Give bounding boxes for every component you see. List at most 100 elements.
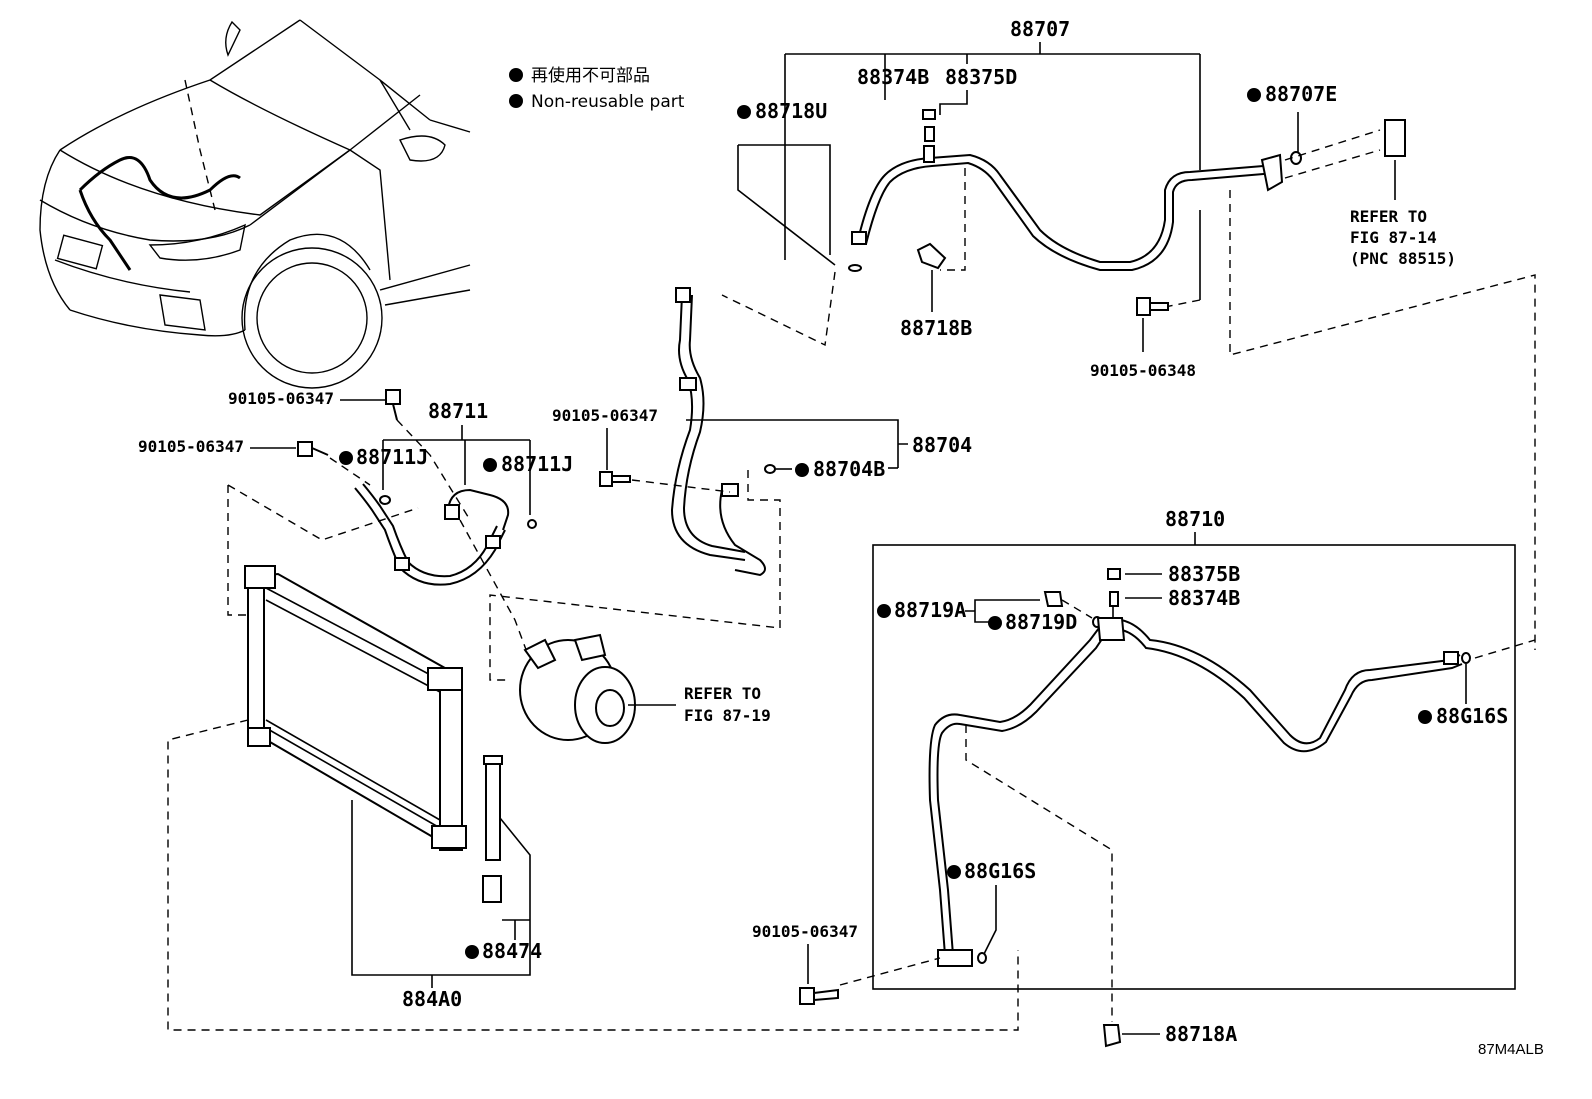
assembly-88707: 88707 88374B 88375D 88718U 88707E REFER … <box>737 17 1536 650</box>
clamp-88718B <box>916 242 947 270</box>
valve-core-88374B <box>1109 591 1119 607</box>
refer-text-1a: REFER TO <box>1350 207 1427 226</box>
legend-jp: 再使用不可部品 <box>531 65 650 86</box>
part-label-88704B: 88704B <box>813 457 885 481</box>
part-label-88G16S-b: 88G16S <box>964 859 1036 883</box>
non-reusable-dot-icon <box>947 865 961 879</box>
service-valve-block <box>1096 617 1126 641</box>
receiver-tube <box>485 759 501 861</box>
non-reusable-dot-icon <box>737 105 751 119</box>
part-label-88719D: 88719D <box>1005 610 1077 634</box>
part-label-90105-06347-a: 90105-06347 <box>228 389 334 408</box>
o-ring-88704B <box>764 464 776 474</box>
tube-block <box>444 504 460 520</box>
o-ring-88711J-a <box>379 495 391 505</box>
hose-fitting <box>721 483 739 497</box>
o-ring-88G16S-left <box>977 952 987 964</box>
condenser-core <box>257 572 453 842</box>
non-reusable-dot-icon <box>795 463 809 477</box>
non-reusable-dot-icon <box>509 94 523 108</box>
o-ring-88G16S-right <box>1461 652 1471 664</box>
compressor: REFER TO FIG 87-19 <box>459 519 771 744</box>
part-label-88718B: 88718B <box>900 316 972 340</box>
tube-fitting <box>394 557 410 571</box>
part-label-88474: 88474 <box>482 939 542 963</box>
refer-text-1b: FIG 87-14 <box>1350 228 1437 247</box>
assembly-88710-box <box>872 544 1516 990</box>
legend-en: Non-reusable part <box>531 92 685 112</box>
o-ring-88718U <box>848 264 862 272</box>
expansion-valve-block <box>1384 119 1406 157</box>
condenser-884A0: 884A0 88474 <box>167 565 1019 1031</box>
liquid-tube-88710 <box>928 618 1461 956</box>
tube-end-fitting <box>1443 651 1459 665</box>
refer-text-1c: (PNC 88515) <box>1350 249 1456 268</box>
part-label-88707E: 88707E <box>1265 82 1337 106</box>
part-label-88719A: 88719A <box>894 598 966 622</box>
tube-end-fitting <box>851 231 867 245</box>
part-label-884A0: 884A0 <box>402 987 462 1011</box>
assembly-88711: 90105-06347 88711 90105-06347 88711J 887… <box>138 389 573 616</box>
service-port-88707 <box>923 145 935 163</box>
part-label-88374B-top: 88374B <box>857 65 929 89</box>
part-label-88G16S-a: 88G16S <box>1436 704 1508 728</box>
condenser-bracket <box>247 727 271 747</box>
part-label-90105-06347-c: 90105-06347 <box>552 406 658 425</box>
compressor-clutch <box>595 689 625 727</box>
condenser-bracket <box>431 825 467 849</box>
assembly-88710: 88710 88375B 88374B 88719A 88719D 88G16S… <box>839 507 1536 1022</box>
part-label-88718A: 88718A <box>1165 1022 1237 1046</box>
condenser-bracket <box>244 565 276 589</box>
bolt-90105-06347-c <box>599 471 631 487</box>
bolt-90105-06347-a <box>385 389 401 421</box>
receiver-cap <box>483 755 503 765</box>
non-reusable-dot-icon <box>1418 710 1432 724</box>
non-reusable-dot-icon <box>483 458 497 472</box>
part-label-90105-06347-b: 90105-06347 <box>138 437 244 456</box>
bolt-90105-06348 <box>1136 297 1169 316</box>
vehicle-front-illustration <box>39 19 471 389</box>
cap-88375D <box>922 109 936 120</box>
part-label-88374B: 88374B <box>1168 586 1240 610</box>
part-label-88718U: 88718U <box>755 99 827 123</box>
non-reusable-dot-icon <box>339 451 353 465</box>
cap-88375B <box>1107 568 1121 580</box>
tube-flange <box>937 949 973 967</box>
flange-block <box>1260 153 1284 192</box>
bolt-90105-06347-b <box>297 441 329 457</box>
part-label-88711J-a: 88711J <box>356 445 428 469</box>
hose-fitting <box>679 377 697 391</box>
tube-fitting <box>485 535 501 549</box>
refer-text-2a: REFER TO <box>684 684 761 703</box>
non-reusable-dot-icon <box>988 616 1002 630</box>
o-ring-88711J-b <box>527 519 537 529</box>
bottom-fasteners: 90105-06347 88718A <box>752 922 1237 1048</box>
part-label-88375D: 88375D <box>945 65 1017 89</box>
part-label-90105-06347-d: 90105-06347 <box>752 922 858 941</box>
bolt-90105-06347-d <box>799 987 839 1005</box>
condenser-tank-left <box>247 571 265 743</box>
clamp-88718A <box>1102 1024 1122 1048</box>
suction-tube-88707 <box>857 153 1276 263</box>
condenser-bracket <box>427 667 463 691</box>
part-label-90105-06348: 90105-06348 <box>1090 361 1196 380</box>
part-label-88710: 88710 <box>1165 507 1225 531</box>
hose-fitting <box>675 287 691 303</box>
refer-text-2b: FIG 87-19 <box>684 706 771 725</box>
figure-code: 87M4ALB <box>1478 1041 1544 1058</box>
part-label-88707: 88707 <box>1010 17 1070 41</box>
non-reusable-dot-icon <box>465 945 479 959</box>
non-reusable-dot-icon <box>877 604 891 618</box>
assembly-88704: 88704 90105-06347 88704B <box>489 271 972 681</box>
non-reusable-dot-icon <box>1247 88 1261 102</box>
dryer-88474 <box>482 875 502 903</box>
part-label-88704: 88704 <box>912 433 972 457</box>
legend: 再使用不可部品 Non-reusable part <box>509 65 685 112</box>
non-reusable-dot-icon <box>509 68 523 82</box>
discharge-hose-88704 <box>670 294 746 561</box>
part-label-88711: 88711 <box>428 399 488 423</box>
part-label-88711J-b: 88711J <box>501 452 573 476</box>
part-label-88375B: 88375B <box>1168 562 1240 586</box>
bolt-88719A <box>1043 591 1064 607</box>
